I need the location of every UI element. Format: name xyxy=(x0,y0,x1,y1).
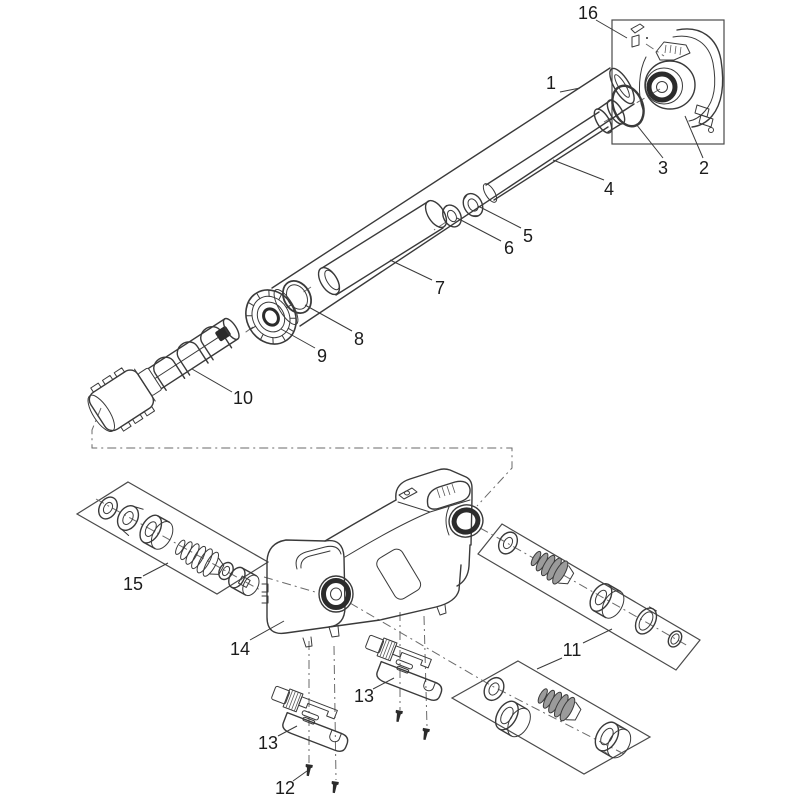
part-label-7: 7 xyxy=(435,278,445,298)
part-10-uv-lamp xyxy=(87,317,240,433)
part-11-kit-upper xyxy=(497,531,683,648)
part-label-6: 6 xyxy=(504,238,514,258)
kit-box-11-upper xyxy=(477,523,701,671)
leader-lines xyxy=(142,19,704,782)
part-label-11: 11 xyxy=(563,640,582,660)
part-label-5: 5 xyxy=(523,226,533,246)
part-label-10: 10 xyxy=(233,388,253,408)
part-4-glass-tube xyxy=(482,99,626,203)
part-label-15: 15 xyxy=(123,574,143,594)
kit-box-15 xyxy=(75,481,270,595)
cable-gland xyxy=(655,41,691,61)
outlet-port xyxy=(448,504,484,538)
carry-handle xyxy=(426,480,471,510)
part-6-clip xyxy=(441,204,462,228)
part-label-3: 3 xyxy=(658,158,668,178)
part-5-clip xyxy=(462,192,484,218)
center-lines xyxy=(91,43,689,781)
part-12-screw xyxy=(393,709,403,723)
part-label-16: 16 xyxy=(578,3,598,23)
part-12-screw xyxy=(420,727,430,741)
part-label-9: 9 xyxy=(317,346,327,366)
part-16-clip xyxy=(630,23,648,48)
part-label-14: 14 xyxy=(230,639,250,659)
part-11-kit-lower xyxy=(483,676,632,759)
part-12-screw xyxy=(330,781,339,794)
part-9-union-nut xyxy=(245,289,297,345)
part-3-o-ring xyxy=(611,84,645,128)
part-label-4: 4 xyxy=(604,179,614,199)
kit-box-11-lower xyxy=(450,660,652,775)
part-2-head-unit xyxy=(638,28,724,133)
part-1-outer-tube xyxy=(271,67,635,327)
part-label-13-lower: 13 xyxy=(258,733,278,753)
part-label-12: 12 xyxy=(275,778,295,798)
part-label-2: 2 xyxy=(699,158,709,178)
inlet-port xyxy=(318,575,354,613)
part-7-quartz-tube xyxy=(317,199,448,296)
part-label-8: 8 xyxy=(354,329,364,349)
part-label-13-upper: 13 xyxy=(354,686,374,706)
part-label-1: 1 xyxy=(546,73,556,93)
part-15-kit xyxy=(98,496,260,597)
part-12-screw xyxy=(304,764,313,777)
part-labels: 16 1 3 2 4 5 6 7 8 9 10 15 14 13 13 12 1… xyxy=(123,3,709,798)
part-14-housing xyxy=(261,468,484,648)
